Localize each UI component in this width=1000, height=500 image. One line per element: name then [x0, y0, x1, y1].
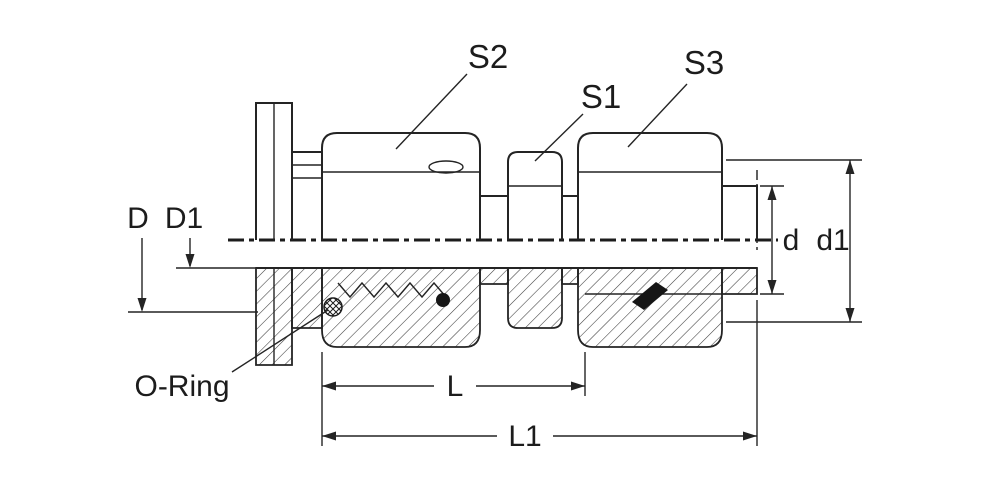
- oring-cross-section: [323, 297, 343, 317]
- neck1-section: [479, 267, 509, 285]
- dimension-L1: L1: [322, 300, 758, 453]
- label-s3: S3: [684, 44, 724, 81]
- ball-detail: [436, 293, 450, 307]
- s1-section: [507, 267, 563, 329]
- oring-leader: [231, 309, 329, 373]
- stub-section: [291, 267, 323, 329]
- fitting-outline-top: [255, 102, 758, 240]
- fitting-section-bottom: [255, 267, 758, 366]
- label-L: L: [447, 370, 464, 403]
- label-s2: S2: [468, 38, 508, 75]
- label-D: D: [127, 202, 149, 235]
- arrowhead: [185, 254, 195, 268]
- s2-hex-outline: [321, 132, 481, 240]
- s1-hex-outline: [507, 151, 563, 240]
- s3-leader: [627, 83, 688, 148]
- dimensions: L L1 d d1: [127, 159, 862, 453]
- arrowhead: [845, 160, 855, 174]
- s3-section: [577, 267, 723, 348]
- callouts: S2 S1 S3 O-Ring: [134, 38, 724, 403]
- centerline: [228, 170, 778, 250]
- tube-outline: [722, 185, 758, 240]
- label-D1: D1: [165, 202, 203, 235]
- arrowhead: [767, 186, 777, 200]
- s1-leader: [534, 113, 584, 162]
- s3-hex-outline: [577, 132, 723, 240]
- s2-leader: [395, 73, 468, 150]
- label-oring: O-Ring: [134, 370, 229, 403]
- label-d1: d1: [816, 224, 849, 257]
- ferrule-section: [632, 282, 668, 310]
- dimension-d: d: [760, 185, 800, 295]
- tube-section: [721, 267, 758, 295]
- dimension-D1: D1: [165, 202, 256, 269]
- arrowhead: [767, 280, 777, 294]
- dimension-L: L: [321, 352, 586, 446]
- arrowhead: [322, 431, 336, 441]
- thread-line: [337, 281, 447, 299]
- arrowhead: [322, 381, 336, 391]
- dimension-D: D: [127, 202, 258, 313]
- s2-section: [321, 267, 481, 348]
- arrowhead: [743, 431, 757, 441]
- arrowhead: [137, 298, 147, 312]
- dimension-d1: d1: [726, 159, 862, 323]
- hex-face-ellipse: [428, 160, 464, 174]
- arrowhead: [571, 381, 585, 391]
- label-s1: S1: [581, 78, 621, 115]
- label-d: d: [783, 224, 800, 257]
- label-L1: L1: [508, 420, 541, 453]
- neck2-section: [561, 267, 579, 285]
- arrowhead: [845, 308, 855, 322]
